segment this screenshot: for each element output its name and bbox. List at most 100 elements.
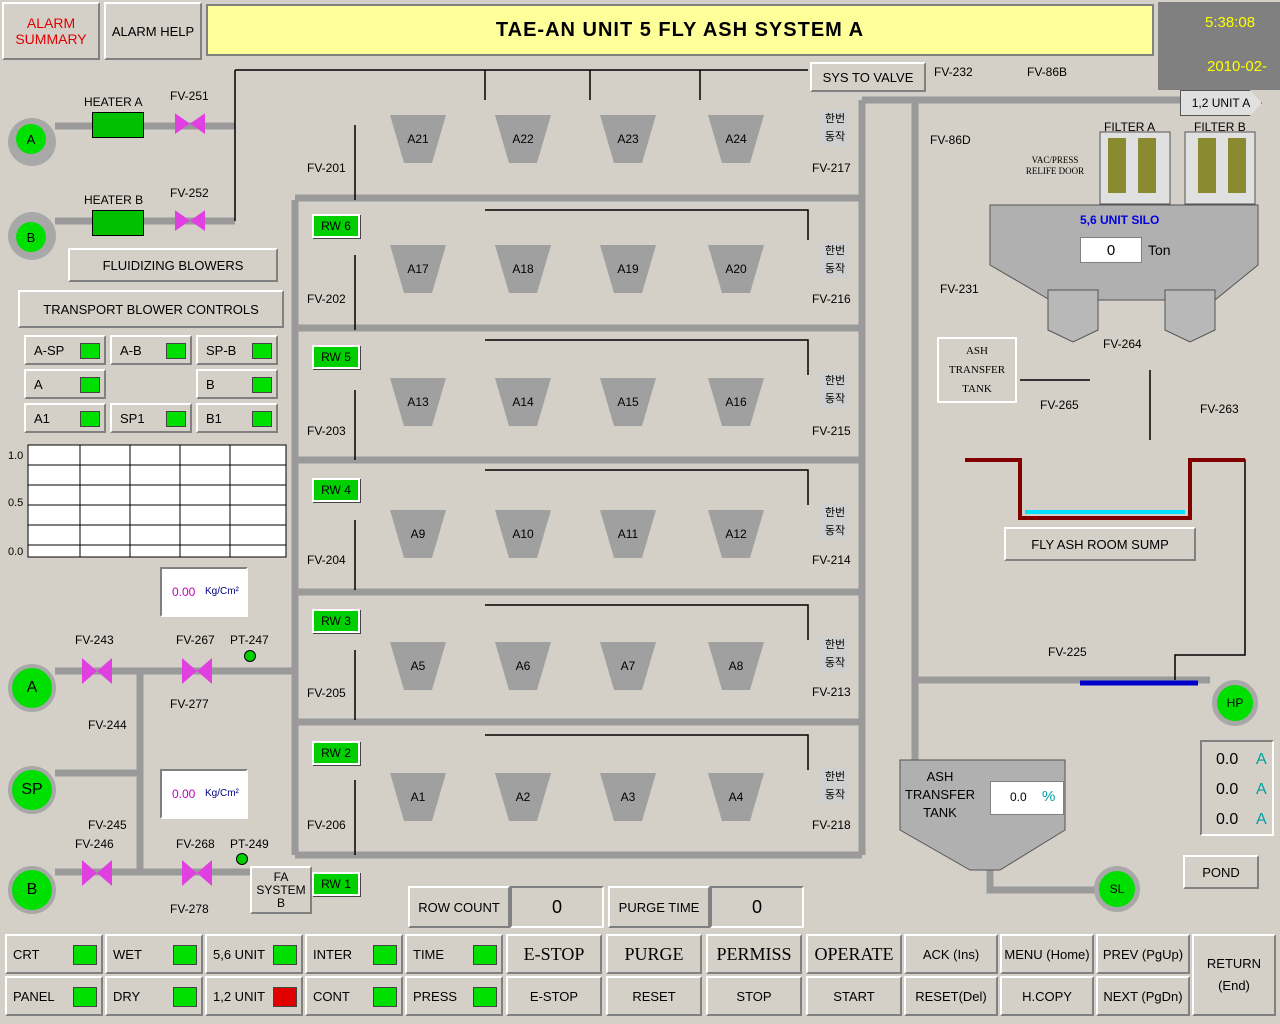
row-count-value: 0: [510, 886, 604, 928]
rw3-button[interactable]: RW 3: [312, 609, 360, 633]
mode-e-stop: E-STOP: [506, 934, 602, 974]
hopper-a15[interactable]: A15: [600, 378, 656, 426]
alarm-help-button[interactable]: ALARM HELP: [104, 2, 202, 60]
status-5-6-unit: 5,6 UNIT: [205, 934, 303, 974]
transport-btn-b1[interactable]: B1: [196, 403, 278, 433]
fv204-label: FV-204: [307, 553, 346, 567]
row6-once-button[interactable]: 한번 동작: [820, 768, 850, 804]
pressure-2-value: 0.00: [172, 787, 196, 801]
hardcopy-button[interactable]: H.COPY: [1000, 976, 1094, 1016]
fv86b-label: FV-86B: [1027, 65, 1068, 79]
row1-once-button[interactable]: 한번 동작: [820, 110, 850, 146]
fv231-label: FV-231: [940, 282, 979, 296]
fv263-label: FV-263: [1200, 402, 1239, 416]
pressure-display-2: [160, 769, 248, 819]
dest-1-2-unit-a: 1,2 UNIT A: [1180, 90, 1262, 116]
transport-btn-a-sp[interactable]: A-SP: [24, 335, 106, 365]
fv217-label: FV-217: [812, 161, 851, 175]
transport-btn-sp1[interactable]: SP1: [110, 403, 192, 433]
fv252-label: FV-252: [170, 186, 209, 200]
pt247-label: PT-247: [230, 633, 269, 647]
status-dry: DRY: [105, 976, 203, 1016]
row4-once-button[interactable]: 한번 동작: [820, 504, 850, 540]
transport-btn-sp-b[interactable]: SP-B: [196, 335, 278, 365]
sl-pump[interactable]: SL: [1094, 866, 1140, 912]
rw2-button[interactable]: RW 2: [312, 741, 360, 765]
transport-btn-a-b[interactable]: A-B: [110, 335, 192, 365]
transport-btn-a1[interactable]: A1: [24, 403, 106, 433]
fv86d-label: FV-86D: [930, 133, 971, 147]
menu-button[interactable]: MENU (Home): [1000, 934, 1094, 974]
fv251-label: FV-251: [170, 89, 209, 103]
stop-button[interactable]: STOP: [706, 976, 802, 1016]
fv278-label: FV-278: [170, 902, 209, 916]
rw5-button[interactable]: RW 5: [312, 345, 360, 369]
trend-y-bottom: 0.0: [8, 546, 24, 558]
fv216-label: FV-216: [812, 292, 851, 306]
rw1-button[interactable]: RW 1: [312, 872, 360, 896]
heater-b-icon: [92, 210, 144, 236]
reset-button[interactable]: RESET: [606, 976, 702, 1016]
fluidizing-blowers-label: FLUIDIZING BLOWERS: [68, 248, 278, 282]
fv214-label: FV-214: [812, 553, 851, 567]
ack-button[interactable]: ACK (Ins): [904, 934, 998, 974]
transport-btn-a[interactable]: A: [24, 369, 106, 399]
transport-pump-a[interactable]: A: [8, 664, 56, 712]
trend-y-top: 1.0: [8, 450, 24, 462]
hp-pump[interactable]: HP: [1212, 680, 1258, 726]
transport-pump-b[interactable]: B: [8, 866, 56, 914]
fv225-label: FV-225: [1048, 645, 1087, 659]
alarm-summary-button[interactable]: ALARM SUMMARY: [2, 2, 100, 60]
status-wet: WET: [105, 934, 203, 974]
transport-pump-sp[interactable]: SP: [8, 766, 56, 814]
pt249-label: PT-249: [230, 837, 269, 851]
rw4-button[interactable]: RW 4: [312, 478, 360, 502]
pressure-1-unit: Kg/Cm²: [205, 586, 239, 597]
hopper-a23[interactable]: A23: [600, 115, 656, 163]
tank-level-display: [990, 781, 1064, 815]
fv244-label: FV-244: [88, 718, 127, 732]
prev-button[interactable]: PREV (PgUp): [1096, 934, 1190, 974]
start-button[interactable]: START: [806, 976, 902, 1016]
transport-controls-title: TRANSPORT BLOWER CONTROLS: [18, 290, 284, 328]
silo-value: 0: [1080, 237, 1142, 263]
mode-operate: OPERATE: [806, 934, 902, 974]
return-button[interactable]: RETURN (End): [1192, 934, 1276, 1016]
clock-time: 5:38:08: [1205, 14, 1256, 31]
fly-ash-room-sump-label[interactable]: FLY ASH ROOM SUMP: [1004, 527, 1196, 561]
row5-once-button[interactable]: 한번 동작: [820, 636, 850, 672]
status-crt: CRT: [5, 934, 103, 974]
rw6-button[interactable]: RW 6: [312, 214, 360, 238]
filter-b-label: FILTER B: [1194, 120, 1246, 134]
reset-del-button[interactable]: RESET(Del): [904, 976, 998, 1016]
fv213-label: FV-213: [812, 685, 851, 699]
page-title: TAE-AN UNIT 5 FLY ASH SYSTEM A: [206, 4, 1154, 56]
fv265-label: FV-265: [1040, 398, 1079, 412]
row3-once-button[interactable]: 한번 동작: [820, 372, 850, 408]
filter-a-label: FILTER A: [1104, 120, 1156, 134]
tank-level-value: 0.0: [1010, 790, 1027, 804]
amp-unit-3: A: [1256, 811, 1267, 828]
heater-b-label: HEATER B: [84, 193, 144, 207]
status-cont: CONT: [305, 976, 403, 1016]
silo-unit: Ton: [1148, 242, 1171, 258]
fv202-label: FV-202: [307, 292, 346, 306]
fv277-label: FV-277: [170, 697, 209, 711]
transport-btn-b[interactable]: B: [196, 369, 278, 399]
clock-panel: [1158, 2, 1280, 90]
status-1-2-unit: 1,2 UNIT: [205, 976, 303, 1016]
amp-unit-1: A: [1256, 751, 1267, 768]
blower-b-indicator: B: [16, 222, 46, 252]
fa-system-b-label[interactable]: FA SYSTEM B: [250, 866, 312, 914]
tank-level-unit: %: [1042, 788, 1056, 805]
sys-to-valve-button[interactable]: SYS TO VALVE: [810, 62, 926, 92]
status-panel: PANEL: [5, 976, 103, 1016]
e-stop-button[interactable]: E-STOP: [506, 976, 602, 1016]
mode-purge: PURGE: [606, 934, 702, 974]
row2-once-button[interactable]: 한번 동작: [820, 242, 850, 278]
ash-transfer-tank-2-label: ASH TRANSFER TANK: [904, 769, 976, 820]
amp-unit-2: A: [1256, 781, 1267, 798]
amp-value-3: 0.0: [1216, 811, 1239, 828]
next-button[interactable]: NEXT (PgDn): [1096, 976, 1190, 1016]
fv268-label: FV-268: [176, 837, 215, 851]
